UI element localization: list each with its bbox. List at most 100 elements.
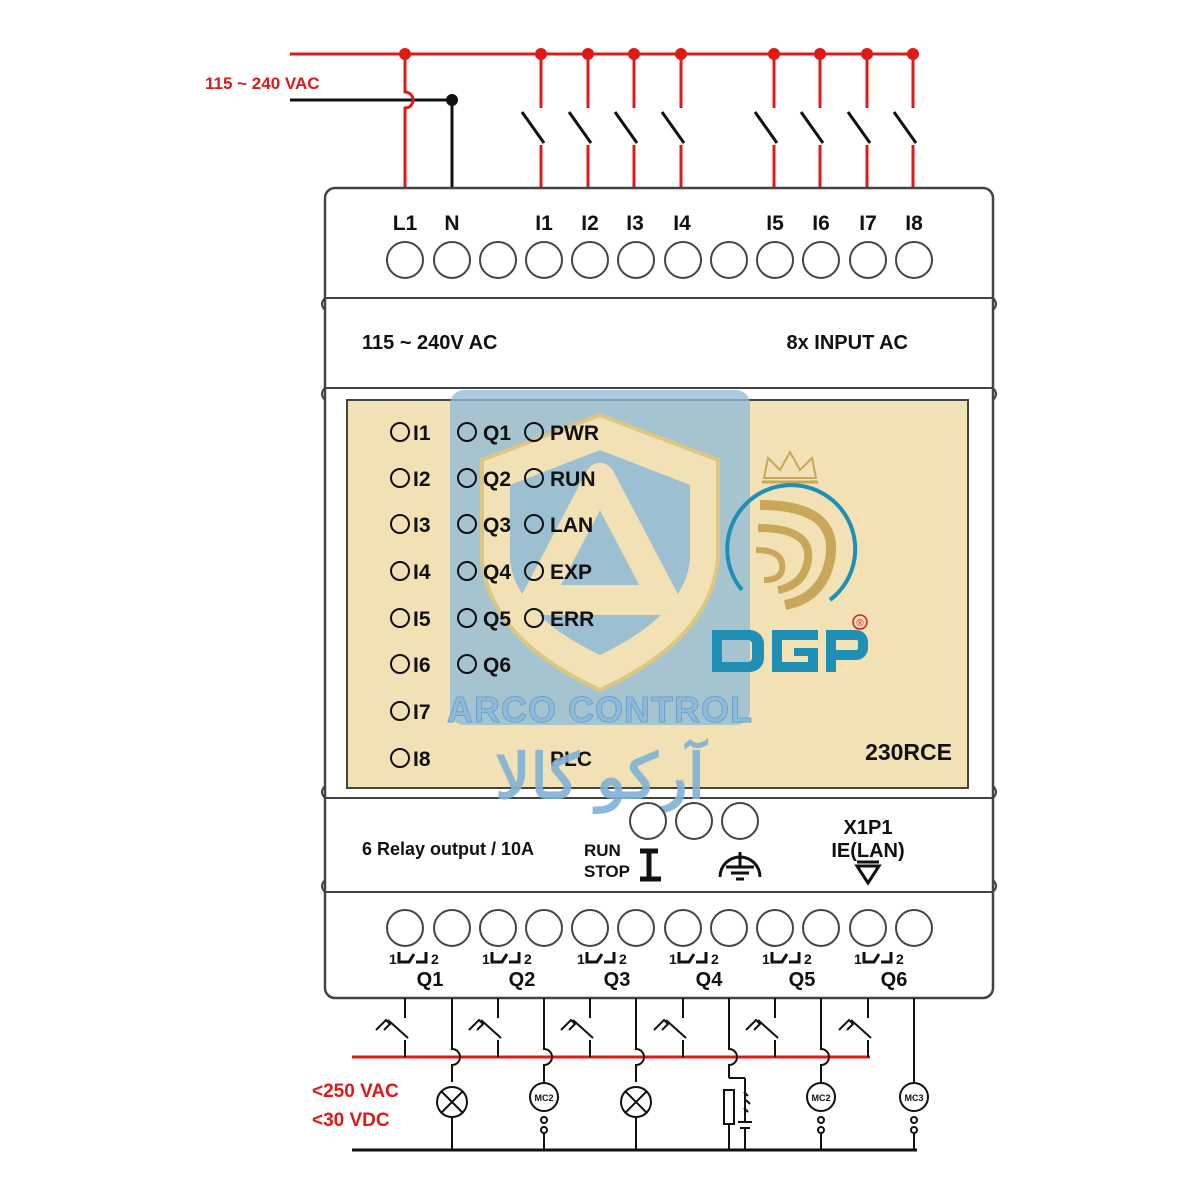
load-contactor-mc2-1: MC2	[529, 1082, 559, 1150]
led-pwr: PWR	[524, 422, 599, 445]
terminal-label-i1: I1	[535, 212, 553, 235]
led-i2: I2	[390, 468, 431, 491]
top-terminal-labels: L1 N I1 I2 I3 I4 I5 I6 I7 I8	[393, 212, 923, 235]
terminal-label-l1: L1	[393, 212, 418, 235]
svg-text:I1: I1	[413, 422, 431, 445]
svg-text:MC2: MC2	[534, 1093, 553, 1103]
led-q2: Q2	[457, 468, 511, 491]
svg-text:I6: I6	[413, 654, 431, 677]
svg-text:1: 1	[389, 951, 397, 967]
svg-text:1: 1	[669, 951, 677, 967]
svg-text:I8: I8	[413, 748, 431, 771]
registered-mark: ®	[856, 618, 864, 629]
led-q6: Q6	[457, 654, 511, 677]
status-leds: PWR RUN LAN EXP ERR PLC	[524, 422, 599, 771]
led-err: ERR	[524, 608, 594, 631]
led-q5: Q5	[457, 608, 511, 631]
model-label: 230RCE	[865, 739, 952, 765]
input-type-label: 8x INPUT AC	[786, 332, 908, 354]
led-q4: Q4	[457, 561, 511, 584]
power-label: 115 ~ 240V AC	[362, 332, 497, 354]
watermark-brand: ARCO CONTROL	[447, 689, 753, 730]
svg-text:I2: I2	[413, 468, 431, 491]
lan-port-top: X1P1	[844, 817, 893, 839]
led-run: RUN	[524, 468, 596, 491]
load-contactor-mc2-2: MC2	[806, 1082, 836, 1150]
svg-text:2: 2	[431, 951, 439, 967]
load-supply-ac: <250 VAC	[312, 1081, 399, 1102]
svg-text:MC2: MC2	[811, 1093, 830, 1103]
run-stop-switch[interactable]: RUN STOP	[584, 841, 661, 882]
svg-text:Q5: Q5	[483, 608, 511, 631]
watermark-persian: آرکو کالا	[495, 737, 708, 815]
relay-q3: 1 2 Q3	[577, 951, 630, 991]
svg-text:Q1: Q1	[483, 422, 511, 445]
led-i6: I6	[390, 654, 431, 677]
svg-text:Q6: Q6	[483, 654, 511, 677]
svg-text:EXP: EXP	[550, 561, 592, 584]
relay-q5: 1 2 Q5	[762, 951, 815, 991]
relay-output-labels: 1 2 Q1 1 2 Q2 1 2 Q3 1 2 Q4 1 2 Q5	[389, 951, 907, 991]
svg-text:I4: I4	[413, 561, 431, 584]
led-i7: I7	[390, 701, 431, 724]
top-terminal-screws	[386, 241, 933, 279]
svg-text:1: 1	[482, 951, 490, 967]
svg-text:ERR: ERR	[550, 608, 594, 631]
led-i8: I8	[390, 748, 431, 771]
svg-text:Q1: Q1	[417, 969, 444, 991]
output-leds: Q1 Q2 Q3 Q4 Q5 Q6	[457, 422, 511, 677]
output-wiring: MC2 MC2 MC3	[312, 998, 929, 1152]
terminal-label-i4: I4	[673, 212, 691, 235]
terminal-label-i8: I8	[905, 212, 923, 235]
svg-text:LAN: LAN	[550, 514, 593, 537]
svg-text:Q2: Q2	[509, 969, 536, 991]
input-leds: I1 I2 I3 I4 I5 I6 I7 I8	[390, 422, 431, 771]
plc-label: PLC	[550, 748, 592, 771]
port-sockets	[629, 802, 759, 840]
svg-text:1: 1	[577, 951, 585, 967]
bottom-terminal-screws	[386, 909, 933, 947]
svg-text:I5: I5	[413, 608, 431, 631]
svg-text:Q4: Q4	[696, 969, 724, 991]
led-i1: I1	[390, 422, 431, 445]
led-q1: Q1	[457, 422, 511, 445]
run-label: RUN	[584, 841, 621, 860]
svg-text:1: 1	[762, 951, 770, 967]
led-i3: I3	[390, 514, 431, 537]
load-lamp-1	[436, 1086, 468, 1150]
lan-arrow-icon	[854, 860, 882, 886]
load-supply-dc: <30 VDC	[312, 1110, 390, 1131]
led-exp: EXP	[524, 561, 592, 584]
svg-text:Q5: Q5	[789, 969, 816, 991]
terminal-label-i3: I3	[626, 212, 644, 235]
svg-text:I7: I7	[413, 701, 431, 724]
terminal-label-i6: I6	[812, 212, 830, 235]
relay-q6: 1 2 Q6	[854, 951, 907, 991]
svg-text:Q3: Q3	[483, 514, 511, 537]
relay-q1: 1 2 Q1	[389, 951, 443, 991]
load-contactor-mc3: MC3	[899, 1082, 929, 1150]
led-q3: Q3	[457, 514, 511, 537]
svg-text:1: 1	[854, 951, 862, 967]
svg-text:Q2: Q2	[483, 468, 511, 491]
led-lan: LAN	[524, 514, 593, 537]
svg-text:2: 2	[619, 951, 627, 967]
terminal-label-i2: I2	[581, 212, 599, 235]
svg-text:Q3: Q3	[604, 969, 631, 991]
relay-q4: 1 2 Q4	[669, 951, 723, 991]
svg-text:Q4: Q4	[483, 561, 511, 584]
ground-icon	[718, 852, 762, 881]
svg-text:MC3: MC3	[904, 1093, 923, 1103]
svg-text:PWR: PWR	[550, 422, 599, 445]
output-rating-label: 6 Relay output / 10A	[362, 839, 534, 859]
led-i4: I4	[390, 561, 431, 584]
lan-port-bottom: IE(LAN)	[831, 840, 904, 862]
led-i5: I5	[390, 608, 431, 631]
svg-text:2: 2	[804, 951, 812, 967]
load-solenoid-valve	[723, 1077, 752, 1150]
relay-q2: 1 2 Q2	[482, 951, 535, 991]
load-lamp-2	[620, 1086, 652, 1150]
input-wiring: 115 ~ 240 VAC	[205, 48, 919, 188]
svg-text:2: 2	[896, 951, 904, 967]
